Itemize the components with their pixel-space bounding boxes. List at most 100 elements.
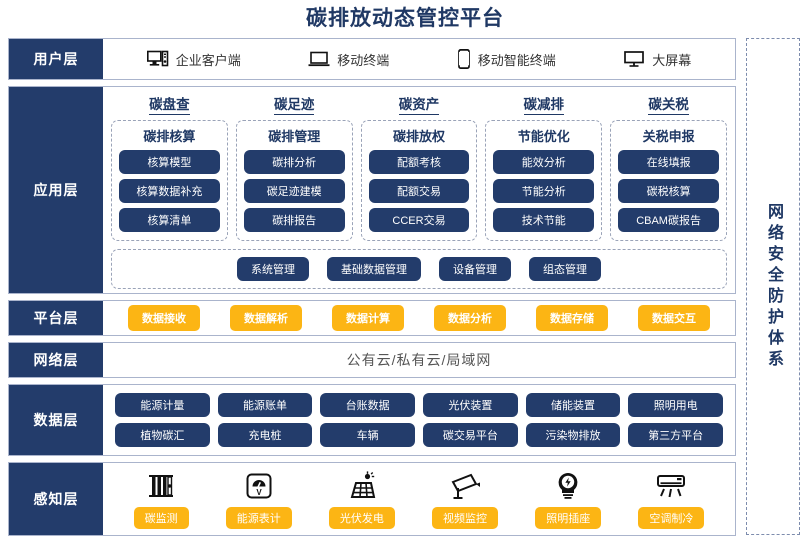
user-item-label: 移动终端 bbox=[337, 52, 390, 68]
app-item-button[interactable]: 核算数据补充 bbox=[119, 179, 220, 203]
data-item-button[interactable]: 能源计量 bbox=[115, 393, 210, 417]
data-item-button[interactable]: 污染物排放 bbox=[525, 423, 621, 447]
energy-meter-icon: V bbox=[244, 469, 274, 503]
data-item-button[interactable]: 车辆 bbox=[320, 423, 416, 447]
desktop-pc-icon bbox=[146, 50, 169, 68]
user-item-enterprise-client[interactable]: 企业客户端 bbox=[146, 50, 241, 69]
monitor-icon bbox=[623, 50, 645, 68]
app-column-carbon-assets: 碳资产 碳排放权 配额考核 配额交易 CCER交易 bbox=[360, 93, 478, 241]
network-layer-band: 网络层 公有云/私有云/局域网 bbox=[8, 342, 736, 378]
data-layer-band: 数据层 能源计量 能源账单 台账数据 光伏装置 储能装置 照明用电 植物碳汇 充… bbox=[8, 384, 736, 456]
sensing-item-video-surveillance[interactable]: 视频监控 bbox=[432, 469, 499, 529]
app-item-button[interactable]: CCER交易 bbox=[368, 208, 470, 232]
app-column-box: 关税申报 在线填报 碳税核算 CBAM碳报告 bbox=[610, 120, 727, 241]
data-item-button[interactable]: 能源账单 bbox=[217, 393, 313, 417]
sensing-item-carbon-monitoring[interactable]: 碳监测 bbox=[133, 469, 189, 529]
app-item-button[interactable]: 碳税核算 bbox=[618, 179, 719, 203]
app-item-button[interactable]: 核算清单 bbox=[119, 208, 220, 232]
laptop-icon bbox=[308, 50, 330, 68]
sensing-item-solar-power[interactable]: 光伏发电 bbox=[328, 469, 395, 529]
sensing-item-air-conditioning[interactable]: 空调制冷 bbox=[638, 469, 705, 529]
app-column-box: 碳排管理 碳排分析 碳足迹建模 碳排报告 bbox=[235, 120, 353, 241]
data-item-button[interactable]: 储能装置 bbox=[525, 393, 621, 417]
data-item-button[interactable]: 第三方平台 bbox=[628, 423, 724, 447]
network-layer-text: 公有云/私有云/局域网 bbox=[346, 352, 492, 368]
sensing-layer-body: 碳监测 V 能源表计 bbox=[103, 463, 735, 535]
app-column-title: 碳足迹 bbox=[273, 93, 315, 115]
app-box-title: 碳排核算 bbox=[143, 129, 196, 144]
app-item-button[interactable]: 核算模型 bbox=[119, 150, 220, 174]
data-item-button[interactable]: 光伏装置 bbox=[423, 393, 518, 417]
user-item-label: 企业客户端 bbox=[175, 52, 241, 68]
app-item-button[interactable]: CBAM碳报告 bbox=[618, 208, 719, 232]
data-layer-label: 数据层 bbox=[9, 385, 103, 455]
data-item-button[interactable]: 照明用电 bbox=[628, 393, 724, 417]
app-item-button[interactable]: 在线填报 bbox=[618, 150, 719, 174]
user-layer-label: 用户层 bbox=[9, 39, 103, 79]
app-box-title: 关税申报 bbox=[642, 129, 695, 144]
app-column-title: 碳减排 bbox=[523, 93, 565, 115]
app-column-carbon-reduction: 碳减排 节能优化 能效分析 节能分析 技术节能 bbox=[485, 93, 603, 241]
app-item-button[interactable]: 碳足迹建模 bbox=[243, 179, 345, 203]
light-bulb-icon bbox=[555, 469, 581, 503]
app-column-carbon-footprint: 碳足迹 碳排管理 碳排分析 碳足迹建模 碳排报告 bbox=[235, 93, 353, 241]
security-system-column: 网络安全防护体系 bbox=[746, 38, 800, 535]
app-box-title: 碳排管理 bbox=[268, 129, 321, 144]
platform-layer-label: 平台层 bbox=[9, 301, 103, 335]
user-item-label: 移动智能终端 bbox=[477, 52, 556, 68]
data-item-button[interactable]: 植物碳汇 bbox=[115, 423, 210, 447]
app-item-button[interactable]: 技术节能 bbox=[493, 208, 595, 232]
smartphone-icon bbox=[457, 49, 471, 69]
platform-item-button[interactable]: 数据解析 bbox=[230, 305, 302, 331]
application-common-services: 系统管理 基础数据管理 设备管理 组态管理 bbox=[111, 249, 727, 289]
solar-panel-icon bbox=[347, 469, 377, 503]
network-layer-label: 网络层 bbox=[9, 343, 103, 377]
app-item-button[interactable]: 配额交易 bbox=[368, 179, 470, 203]
user-layer-band: 用户层 企业客户端 bbox=[8, 38, 736, 80]
data-layer-row: 能源计量 能源账单 台账数据 光伏装置 储能装置 照明用电 bbox=[115, 393, 724, 417]
app-item-button[interactable]: 配额考核 bbox=[368, 150, 470, 174]
common-service-button[interactable]: 组态管理 bbox=[529, 257, 601, 281]
sensing-item-label: 照明插座 bbox=[535, 507, 602, 529]
sensing-item-label: 碳监测 bbox=[133, 507, 189, 529]
app-item-button[interactable]: 碳排分析 bbox=[243, 150, 345, 174]
app-item-button[interactable]: 能效分析 bbox=[493, 150, 595, 174]
network-layer-body: 公有云/私有云/局域网 bbox=[103, 343, 735, 377]
data-item-button[interactable]: 碳交易平台 bbox=[423, 423, 518, 447]
application-layer-band: 应用层 碳盘查 碳排核算 核算模型 核算数据补充 核算清单 碳足迹 bbox=[8, 86, 736, 294]
data-layer-body: 能源计量 能源账单 台账数据 光伏装置 储能装置 照明用电 植物碳汇 充电桩 车… bbox=[103, 385, 735, 455]
data-item-button[interactable]: 台账数据 bbox=[320, 393, 416, 417]
platform-item-button[interactable]: 数据计算 bbox=[332, 305, 404, 331]
common-service-button[interactable]: 系统管理 bbox=[237, 257, 309, 281]
app-column-box: 节能优化 能效分析 节能分析 技术节能 bbox=[485, 120, 603, 241]
application-layer-body: 碳盘查 碳排核算 核算模型 核算数据补充 核算清单 碳足迹 碳排管理 碳排分析 bbox=[103, 87, 735, 293]
platform-item-button[interactable]: 数据分析 bbox=[434, 305, 506, 331]
air-conditioner-icon bbox=[655, 469, 687, 503]
app-item-button[interactable]: 碳排报告 bbox=[243, 208, 345, 232]
platform-item-button[interactable]: 数据存储 bbox=[536, 305, 608, 331]
sensing-item-lighting-socket[interactable]: 照明插座 bbox=[535, 469, 602, 529]
user-layer-body: 企业客户端 移动终端 bbox=[103, 39, 735, 79]
user-item-large-screen[interactable]: 大屏幕 bbox=[623, 50, 691, 69]
platform-item-button[interactable]: 数据接收 bbox=[128, 305, 200, 331]
sensing-item-label: 能源表计 bbox=[225, 507, 292, 529]
user-item-mobile-terminal[interactable]: 移动终端 bbox=[308, 50, 389, 69]
app-column-box: 碳排放权 配额考核 配额交易 CCER交易 bbox=[360, 120, 478, 241]
common-service-button[interactable]: 设备管理 bbox=[439, 257, 511, 281]
layer-stack: 用户层 企业客户端 bbox=[8, 38, 736, 536]
page-title: 碳排放动态管控平台 bbox=[306, 7, 504, 30]
user-item-smart-mobile-terminal[interactable]: 移动智能终端 bbox=[457, 49, 556, 69]
carbon-monitor-icon bbox=[146, 469, 176, 503]
sensing-layer-label: 感知层 bbox=[9, 463, 103, 535]
common-service-button[interactable]: 基础数据管理 bbox=[327, 257, 421, 281]
app-column-title: 碳盘查 bbox=[149, 93, 190, 115]
sensing-item-energy-meter[interactable]: V 能源表计 bbox=[225, 469, 292, 529]
app-box-title: 节能优化 bbox=[517, 129, 570, 144]
sensing-item-label: 视频监控 bbox=[432, 507, 499, 529]
data-layer-row: 植物碳汇 充电桩 车辆 碳交易平台 污染物排放 第三方平台 bbox=[115, 423, 724, 447]
app-item-button[interactable]: 节能分析 bbox=[493, 179, 595, 203]
data-item-button[interactable]: 充电桩 bbox=[217, 423, 313, 447]
application-columns: 碳盘查 碳排核算 核算模型 核算数据补充 核算清单 碳足迹 碳排管理 碳排分析 bbox=[111, 93, 727, 241]
platform-item-button[interactable]: 数据交互 bbox=[638, 305, 710, 331]
